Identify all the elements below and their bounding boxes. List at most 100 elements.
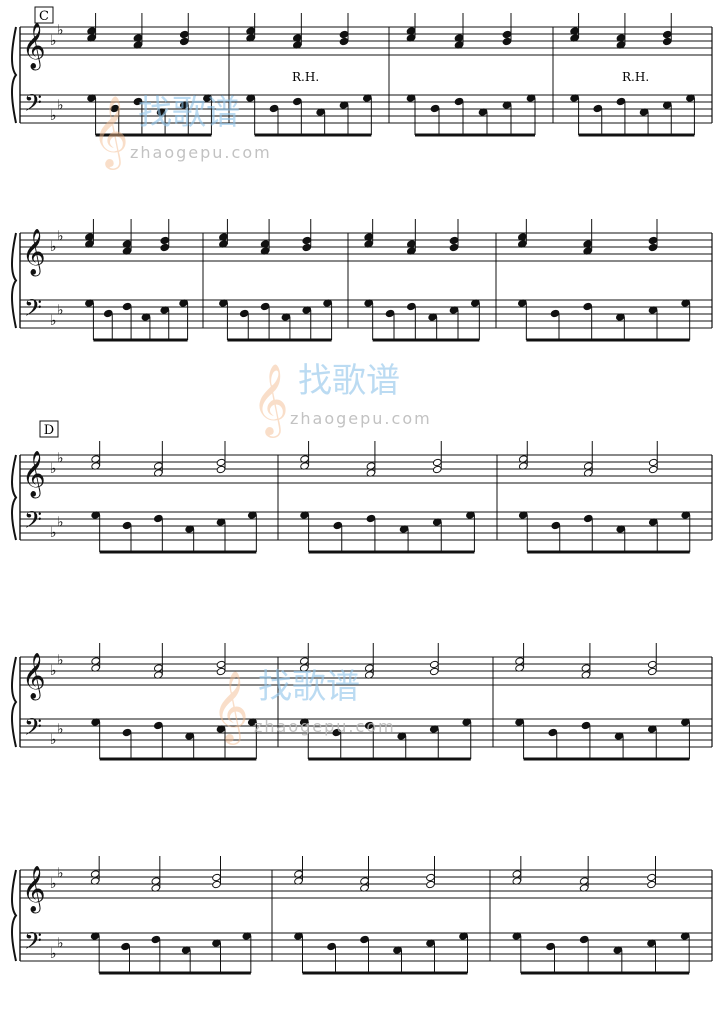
treble-clef-icon: 𝄞 [22,653,46,701]
note-head [459,932,468,940]
note-head [502,37,512,46]
flat-icon: ♭ [57,303,64,319]
note-head [570,94,579,102]
note-head [90,932,100,940]
note-head [406,302,416,311]
note-head [639,108,649,116]
note-head [203,94,212,102]
flat-icon: ♭ [50,108,57,124]
note-head [647,873,656,882]
note-head [181,946,191,954]
note-head [526,94,536,102]
note-head [333,521,343,530]
flat-icon: ♭ [50,33,57,49]
note-head [680,932,690,940]
note-head [449,306,459,314]
note-head [216,725,226,733]
note-head [246,94,256,102]
note-head [546,942,555,951]
note-head [681,718,690,726]
note-head [110,104,120,113]
flat-icon: ♭ [57,936,64,952]
brace-icon [11,869,18,962]
note-head [466,511,475,519]
note-head [281,313,291,321]
note-head [247,511,257,519]
note-head [300,511,309,519]
note-head [185,732,195,740]
note-head [647,725,657,733]
flat-icon: ♭ [57,653,64,669]
watermark-1-latin: zhaogepu.com [130,143,272,162]
treble-clef-icon: 𝄞 [22,229,46,277]
note-head [302,243,312,252]
note-head [581,721,591,730]
note-head [647,667,657,676]
note-head [648,518,658,526]
flat-icon: ♭ [57,98,64,114]
note-head [647,939,656,947]
note-head [470,299,480,307]
note-head [299,718,309,726]
note-head [428,313,438,321]
note-head [216,660,226,669]
staff-systems: 𝄞𝄢♭♭♭♭𝄞𝄢♭♭♭♭𝄞𝄢♭♭♭♭𝄞𝄢♭♭♭♭𝄞𝄢♭♭♭♭ [11,13,713,975]
note-head [260,302,270,311]
note-head [512,932,522,940]
note-head [647,880,656,889]
note-head [160,236,170,245]
flat-icon: ♭ [57,23,64,39]
watermark-clef-icon: 𝄞 [92,94,129,170]
rehearsal-mark-c-label: C [39,9,49,24]
note-head [179,299,188,307]
note-head [429,667,439,676]
note-head [85,299,94,307]
rh-marking-1: R.H. [292,70,319,84]
note-head [449,236,459,245]
note-head [141,313,151,321]
note-head [615,313,625,321]
note-head [366,514,376,523]
note-head [462,718,472,726]
note-head [686,94,695,102]
note-head [478,108,488,116]
note-head [121,942,130,951]
note-head [269,104,279,113]
note-head [579,935,589,944]
watermark-3-cn: 找歌谱 [258,667,360,707]
note-head [292,97,302,106]
note-head [151,935,161,944]
note-head [583,514,593,523]
note-head [647,660,657,669]
note-head [339,101,349,109]
note-head [550,309,560,318]
note-head [316,108,326,116]
watermark-3: 𝄞 找歌谱 zhaogepu.com [212,667,394,745]
note-head [216,518,226,526]
note-head [681,511,691,519]
brace-icon [11,656,18,748]
note-head [430,104,440,113]
rehearsal-mark-d: D [39,420,59,438]
note-head [133,97,143,106]
note-head [91,511,101,519]
note-head [454,97,464,106]
note-head [179,37,189,46]
note-head [385,309,395,318]
note-head [648,306,658,314]
note-head [648,458,658,467]
note-head [332,728,342,737]
note-head [648,243,658,252]
note-head [449,243,459,252]
flat-icon: ♭ [50,663,57,679]
brace-icon [11,232,18,329]
note-head [616,525,626,533]
note-head [432,458,442,467]
note-head [406,94,416,102]
brace-icon [11,454,18,541]
bass-clef-icon: 𝄢 [24,713,42,746]
note-head [393,946,402,954]
note-head [364,299,374,307]
treble-clef-icon: 𝄞 [22,866,46,914]
flat-icon: ♭ [50,239,57,255]
